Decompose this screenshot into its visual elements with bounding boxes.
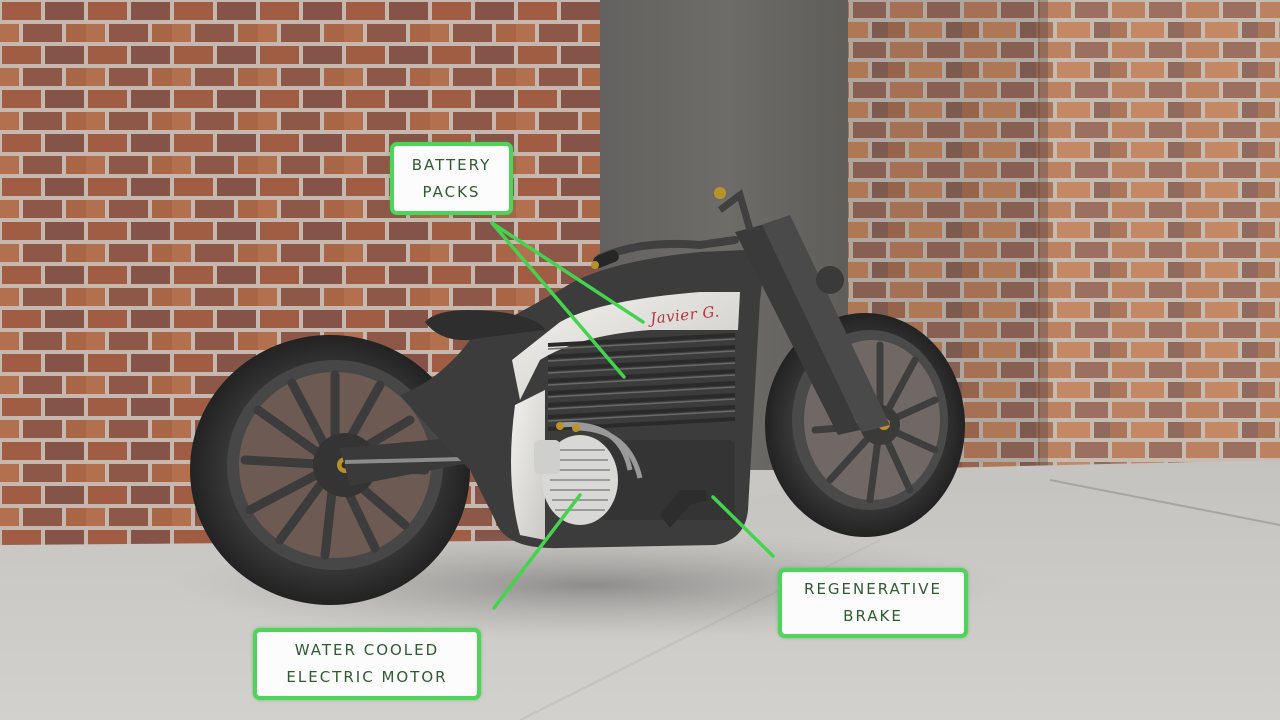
battery-packs-callout: BATTERY PACKS (390, 142, 513, 215)
callout-line: PACKS (422, 182, 481, 201)
front-fork (591, 187, 890, 435)
bike-frame (400, 250, 765, 549)
brick-wall-right (1040, 0, 1280, 480)
callout-line: BRAKE (843, 607, 903, 625)
rear-wheel (190, 335, 470, 605)
water-cooled-motor-callout: WATER COOLED ELECTRIC MOTOR (253, 628, 481, 700)
callout-line: REGENERATIVE (804, 580, 942, 598)
electric-motor (534, 422, 643, 525)
callout-leader-lines (490, 221, 775, 610)
seat (425, 309, 545, 341)
tank-panel (512, 292, 740, 400)
battery-fins (547, 333, 736, 431)
callout-line: BATTERY (411, 155, 492, 174)
callout-line: ELECTRIC MOTOR (286, 668, 448, 686)
regenerative-brake-callout: REGENERATIVE BRAKE (778, 568, 968, 638)
callout-line: WATER COOLED (294, 641, 440, 659)
